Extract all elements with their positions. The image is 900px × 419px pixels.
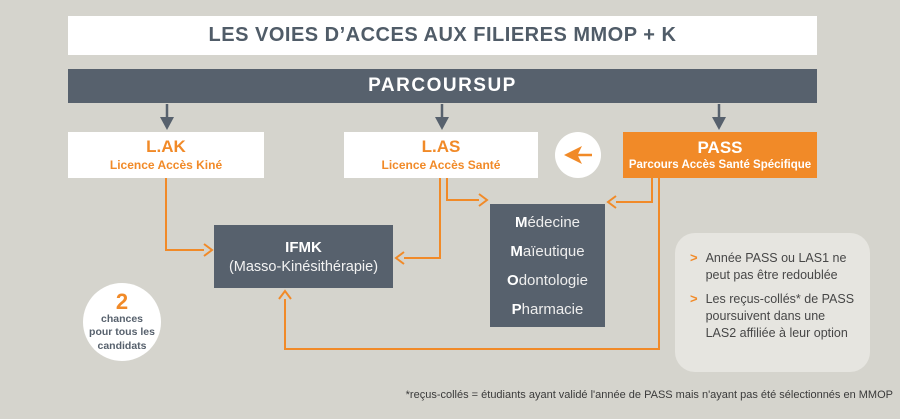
mmop-item-medecine: Médecine xyxy=(514,213,581,231)
chances-number: 2 xyxy=(115,289,129,315)
callout-item-redoublement: > Année PASS ou LAS1 ne peut pas être re… xyxy=(690,250,847,282)
pass-subtitle: Parcours Accès Santé Spécifique xyxy=(628,159,812,171)
las-box: L.AS Licence Accès Santé xyxy=(344,132,538,178)
mmop-item-maieutique: Maïeutique xyxy=(510,242,585,260)
arrow-las-to-mmop xyxy=(446,178,479,201)
chances-line1: chances xyxy=(100,313,144,326)
two-chances-badge: 2 chances pour tous les candidats xyxy=(83,283,161,361)
ifmk-box: IFMK (Masso-Kinésithérapie) xyxy=(214,225,393,288)
las-subtitle: Licence Accès Santé xyxy=(381,157,501,172)
arrow-lak-to-ifmk xyxy=(165,178,204,251)
chevron-bullet-icon: > xyxy=(690,250,698,265)
page-title: LES VOIES D’ACCES AUX FILIERES MMOP + K xyxy=(208,24,677,46)
title-bar: LES VOIES D’ACCES AUX FILIERES MMOP + K xyxy=(68,16,817,55)
footnote: *reçus-collés = étudiants ayant validé l… xyxy=(405,389,893,401)
arrow-pass-to-mmop xyxy=(616,178,653,203)
lak-box: L.AK Licence Accès Kiné xyxy=(68,132,264,178)
chances-line3: candidats xyxy=(97,339,147,352)
las-title: L.AS xyxy=(421,137,461,157)
arrow-pass-to-ifmk xyxy=(284,178,660,350)
pass-to-las-loop-icon xyxy=(555,132,601,178)
chevron-bullet-icon: > xyxy=(690,290,698,306)
ifmk-subtitle: (Masso-Kinésithérapie) xyxy=(228,258,379,275)
arrow-las-to-ifmk xyxy=(404,178,441,259)
lak-title: L.AK xyxy=(146,137,186,157)
parcoursup-label: PARCOURSUP xyxy=(368,75,517,96)
callout-item-recus-colles: > Les reçus-collés* de PASS poursuivent … xyxy=(690,290,855,340)
parcoursup-bar: PARCOURSUP xyxy=(68,69,817,103)
pass-box: PASS Parcours Accès Santé Spécifique xyxy=(623,132,817,178)
lak-subtitle: Licence Accès Kiné xyxy=(109,157,223,172)
ifmk-title: IFMK xyxy=(285,238,322,256)
mmop-item-pharmacie: Pharmacie xyxy=(511,300,584,318)
rules-callout: > Année PASS ou LAS1 ne peut pas être re… xyxy=(675,233,870,372)
pass-title: PASS xyxy=(697,137,743,157)
mmop-box: Médecine Maïeutique Odontologie Pharmaci… xyxy=(490,204,605,327)
mmop-item-odontologie: Odontologie xyxy=(507,271,588,289)
parcoursup-down-arrows xyxy=(160,104,726,130)
chances-line2: pour tous les xyxy=(89,326,155,339)
